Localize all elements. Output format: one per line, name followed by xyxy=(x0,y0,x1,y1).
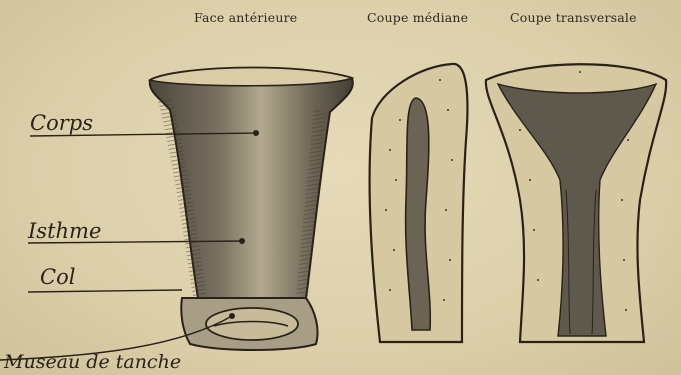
label-isthme: Isthme xyxy=(27,219,101,243)
transverse-section-uterus xyxy=(486,64,666,342)
label-col: Col xyxy=(40,265,75,289)
label-corps: Corps xyxy=(30,111,93,135)
label-museau: Museau de tanche xyxy=(3,351,181,373)
front-view-uterus xyxy=(150,68,353,350)
median-section-uterus xyxy=(370,64,468,342)
